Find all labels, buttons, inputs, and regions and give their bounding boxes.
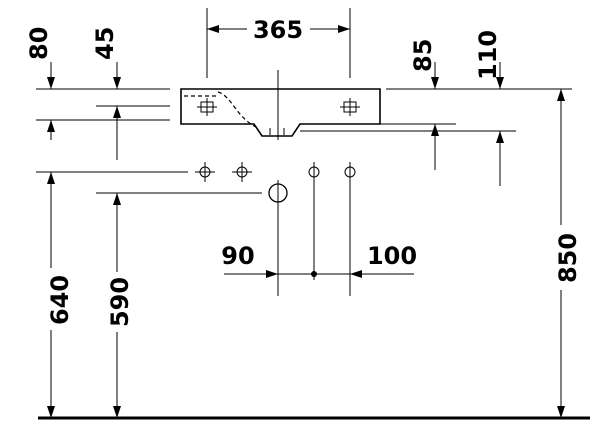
label-80: 80 bbox=[25, 27, 53, 60]
dimension-90: 90 bbox=[221, 242, 278, 278]
dimension-45: 45 bbox=[91, 27, 121, 160]
label-90: 90 bbox=[221, 242, 254, 270]
supply-connection-left-1 bbox=[195, 162, 215, 182]
dimension-850: 850 bbox=[554, 89, 582, 418]
label-365: 365 bbox=[253, 16, 303, 44]
dimension-640: 640 bbox=[46, 172, 74, 418]
waste-outlet bbox=[268, 180, 288, 296]
supply-connection-left-2 bbox=[232, 162, 252, 182]
dimension-80: 80 bbox=[25, 27, 55, 140]
dimension-85: 85 bbox=[409, 39, 439, 170]
supply-connection-right-1 bbox=[308, 162, 320, 280]
left-tap-hole-marker bbox=[197, 98, 217, 116]
label-85: 85 bbox=[409, 39, 437, 72]
dimension-100: 100 bbox=[278, 242, 417, 278]
label-45: 45 bbox=[91, 27, 119, 60]
washbasin bbox=[180, 88, 381, 137]
label-100: 100 bbox=[367, 242, 417, 270]
right-tap-hole-marker bbox=[340, 98, 360, 116]
label-110: 110 bbox=[474, 30, 502, 80]
label-850: 850 bbox=[554, 233, 582, 283]
dimension-365: 365 bbox=[206, 8, 351, 78]
label-590: 590 bbox=[106, 277, 134, 327]
dimension-590: 590 bbox=[106, 193, 134, 418]
dimension-110: 110 bbox=[474, 30, 504, 186]
label-640: 640 bbox=[46, 275, 74, 325]
supply-connection-right-2 bbox=[344, 162, 356, 296]
